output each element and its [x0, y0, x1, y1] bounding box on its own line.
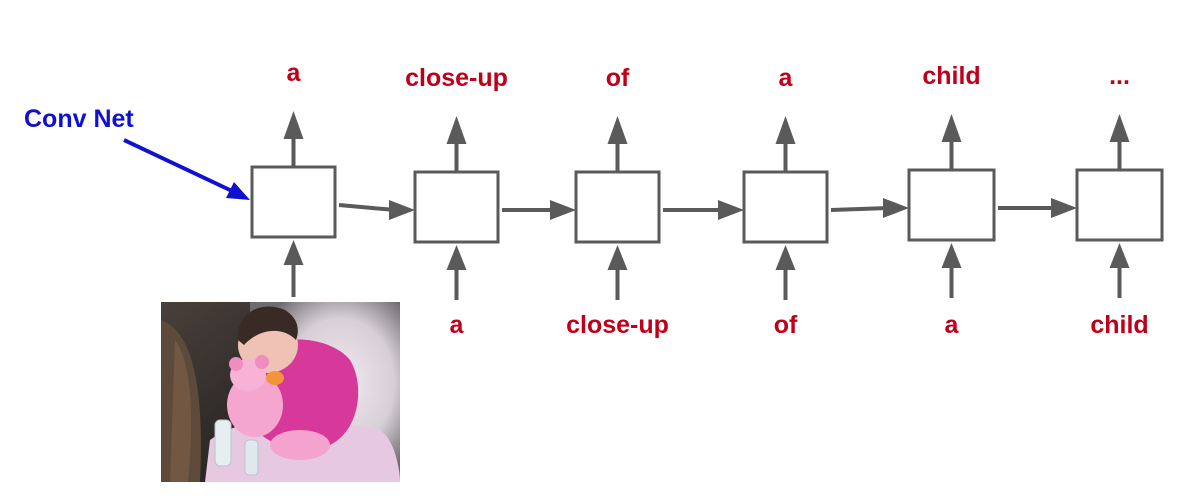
recurrent-arrow [663, 200, 744, 220]
output-arrow [283, 111, 304, 167]
recurrent-arrow [998, 198, 1077, 218]
rnn-cells [250, 165, 1164, 244]
recurrent-arrows [338, 198, 1077, 220]
conv-net-label: Conv Net [24, 105, 134, 133]
output-word: ... [1109, 62, 1130, 90]
input-arrow [283, 240, 304, 297]
output-words: a close-up of a child... [287, 59, 1130, 92]
recurrent-arrow [830, 198, 909, 218]
recurrent-arrow [502, 200, 576, 220]
input-arrow [941, 243, 962, 298]
input-arrow [1109, 243, 1130, 298]
output-arrow [775, 116, 796, 172]
rnn-cell [413, 170, 500, 244]
input-arrows [283, 240, 1130, 300]
output-word: child [922, 62, 980, 90]
output-arrow [607, 116, 628, 172]
rnn-cell [742, 170, 829, 244]
input-arrow [775, 245, 796, 300]
output-word: a [287, 59, 302, 87]
rnn-cell [574, 170, 661, 244]
input-word: a [945, 311, 960, 339]
output-word: close-up [405, 64, 508, 92]
output-word: of [606, 64, 630, 92]
rnn-cell [1075, 168, 1164, 242]
input-word: of [774, 311, 798, 339]
input-word: close-up [566, 311, 669, 339]
output-arrow [941, 114, 962, 170]
input-word: child [1090, 311, 1148, 339]
input-arrow [607, 245, 628, 300]
input-words: a close-up of a child [450, 311, 1149, 339]
input-arrow [446, 245, 467, 300]
input-image [161, 302, 400, 482]
output-word: a [779, 64, 794, 92]
rnn-cell [250, 165, 337, 239]
conv-net-arrow [123, 138, 250, 200]
recurrent-arrow [338, 200, 415, 220]
input-word: a [450, 311, 465, 339]
output-arrows [283, 111, 1130, 172]
output-arrow [1109, 114, 1130, 170]
rnn-cell [907, 168, 996, 242]
output-arrow [446, 116, 467, 172]
